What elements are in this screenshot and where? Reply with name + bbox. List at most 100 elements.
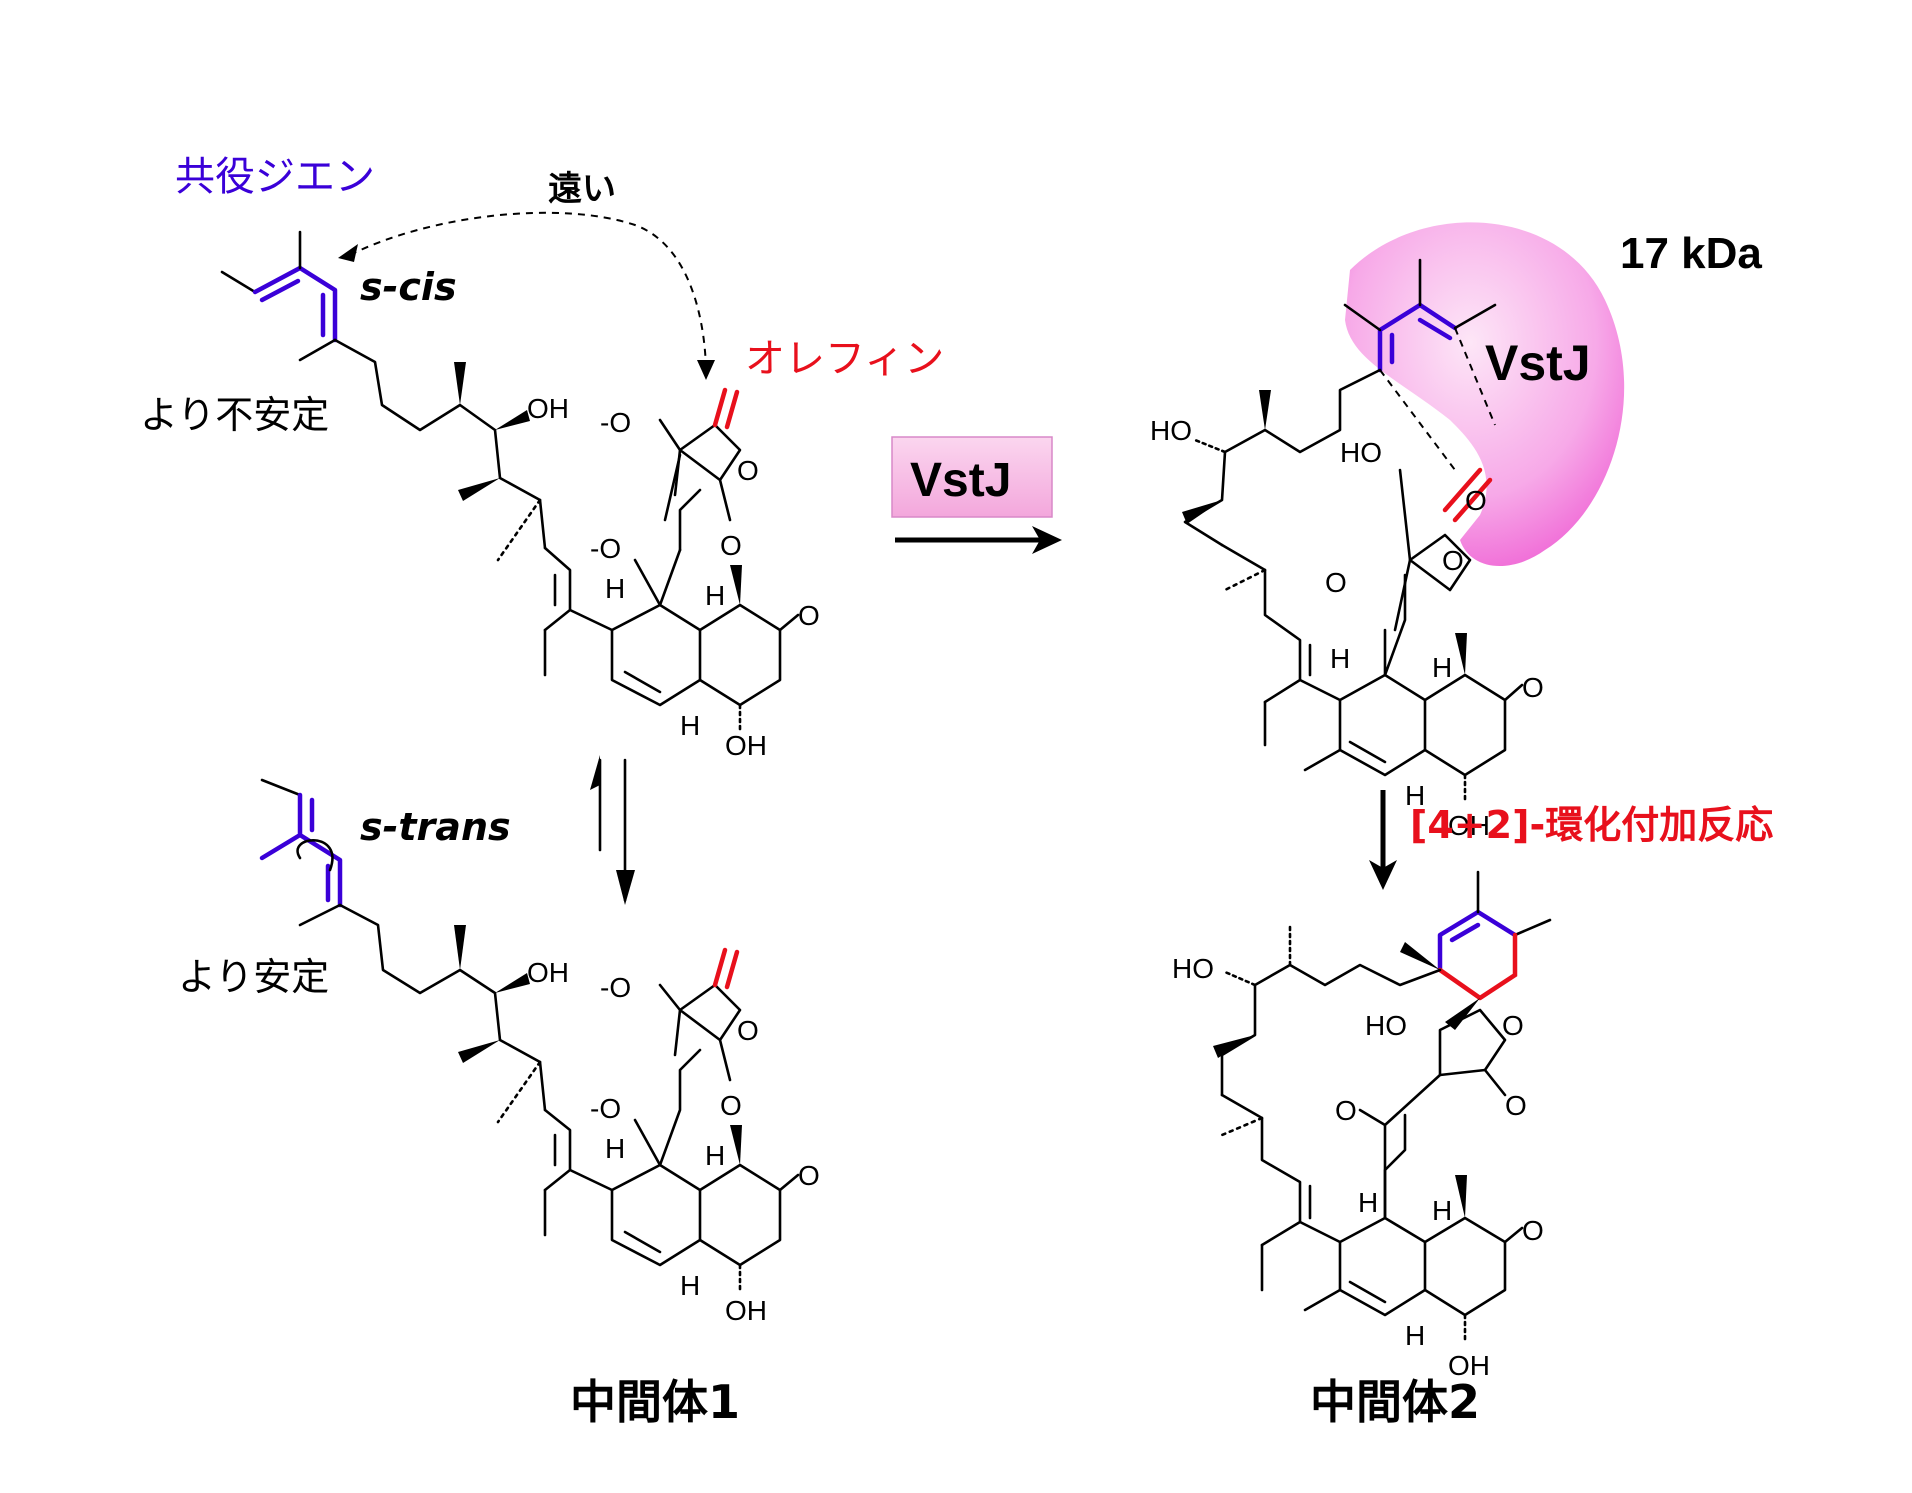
h-label: H (680, 1270, 700, 1301)
side-chain (338, 903, 547, 1112)
ring-o: O (1465, 485, 1487, 516)
acyl-link (633, 558, 662, 607)
wedge-bond (1182, 500, 1222, 524)
intermediate2-label: 中間体2 (1310, 1375, 1480, 1429)
tetronate-ring (673, 983, 742, 1057)
h-label: H (1405, 780, 1425, 811)
bond (260, 778, 302, 797)
carbonyl-o: O (1505, 1090, 1527, 1121)
s-cis-label: s-cis (360, 265, 457, 309)
ho-label: HO (1172, 953, 1214, 984)
new-alkene-ring (1437, 909, 1518, 973)
ho-label: HO (1365, 1010, 1407, 1041)
carbonyl-o: O (1442, 545, 1464, 576)
equilibrium-arrows (590, 755, 635, 905)
diene-bonds (252, 265, 338, 343)
mass-label: 17 kDa (1620, 229, 1762, 278)
h-label: H (705, 580, 725, 611)
oh-label: OH (527, 957, 569, 988)
bond (1398, 468, 1412, 562)
wedge-bond (458, 478, 500, 501)
tetronate-ring (1393, 533, 1472, 632)
ketone-o: O (798, 600, 820, 631)
wedge-bond (1213, 1035, 1255, 1058)
hashed-bond (1223, 568, 1267, 592)
ethyl-bond (658, 1048, 702, 1167)
enzyme-arrow-label: VstJ (910, 454, 1011, 507)
wedge-bond (730, 1125, 742, 1165)
enzyme-name-label: VstJ (1485, 335, 1591, 391)
ketone-bond (1503, 1226, 1524, 1244)
enzyme-arrow: VstJ (891, 436, 1062, 554)
distance-dashed-arrow (349, 211, 707, 371)
wedge-bond (1259, 390, 1271, 430)
acyl-o: O (1325, 567, 1347, 598)
chain-2 (1220, 543, 1302, 704)
acyl-bonds (1383, 573, 1407, 677)
acyl-co (1358, 1108, 1387, 1127)
intermediate1-label: 中間体1 (570, 1375, 740, 1429)
diene-double (1389, 317, 1453, 365)
tetronate-ring (673, 423, 742, 497)
tetronate-ring (1438, 1008, 1507, 1077)
new-sigma-bonds (1437, 932, 1518, 1001)
ethyl-bonds (1383, 1113, 1407, 1220)
carbonyl-o: O (720, 530, 742, 561)
diene-double (259, 278, 301, 303)
bonds (1260, 1184, 1342, 1292)
wedge-bond (1455, 633, 1467, 675)
ring-a-double (623, 1230, 662, 1254)
carbonyl-bond (718, 478, 732, 522)
bonds (1263, 678, 1342, 747)
chain-alkene (543, 546, 572, 632)
bond (220, 270, 257, 294)
h-label: H (1405, 1320, 1425, 1351)
s-cis-conformer: 共役ジエン 遠い オレフィン s-cis より不安定 OH O H H (140, 154, 944, 761)
reaction-arrow-head (1032, 526, 1062, 554)
h-label: H (605, 573, 625, 604)
bond (568, 608, 614, 632)
ketone-o: O (798, 1160, 820, 1191)
h-label: H (605, 1133, 625, 1164)
ketone-bond (778, 1173, 800, 1192)
oh-label: OH (1448, 810, 1490, 841)
ring-a-double (1303, 1280, 1387, 1312)
carbonyl-o: O (720, 1090, 742, 1121)
diene-bonds (1377, 302, 1458, 373)
wedge-bond (1400, 942, 1440, 970)
ring-o: O (737, 455, 759, 486)
dashed-arrow-head-left (338, 244, 358, 262)
approach-dashes (1379, 327, 1496, 471)
s-trans-label: s-trans (360, 805, 511, 849)
ethyl-bond (678, 488, 702, 552)
chain-2 (1220, 1093, 1302, 1247)
dashed-arrow-head-right (697, 360, 715, 380)
oh-label: OH (1448, 1350, 1490, 1381)
o-minus-label: -O (600, 972, 631, 1003)
bond (568, 1168, 614, 1192)
o-minus-label: -O (590, 1093, 621, 1124)
ring-b (1423, 673, 1507, 777)
new-alkene-double (1449, 922, 1481, 943)
hashed-bond (1193, 438, 1227, 454)
oh-label: OH (725, 1295, 767, 1326)
rotation-arrow (296, 839, 334, 872)
wedge-bond (458, 1040, 500, 1063)
side-chain (333, 338, 547, 550)
less-stable-label: より不安定 (140, 393, 329, 437)
hashed-bond (1223, 970, 1257, 987)
diene-bonds (259, 792, 343, 908)
ketone-o: O (1522, 672, 1544, 703)
wedge-bond (1455, 1175, 1467, 1218)
exo-olefin (712, 387, 740, 430)
ho-label: HO (1340, 437, 1382, 468)
bond (658, 983, 682, 1012)
ho-label: HO (1150, 415, 1192, 446)
cycloaddition-arrow: [4+2]-環化付加反応 (1369, 790, 1773, 890)
ring-b (698, 1163, 782, 1267)
ring-a-double (623, 670, 662, 694)
more-stable-label: より安定 (178, 955, 329, 999)
ring-b (1423, 1216, 1507, 1317)
acyl-bond (658, 548, 682, 607)
